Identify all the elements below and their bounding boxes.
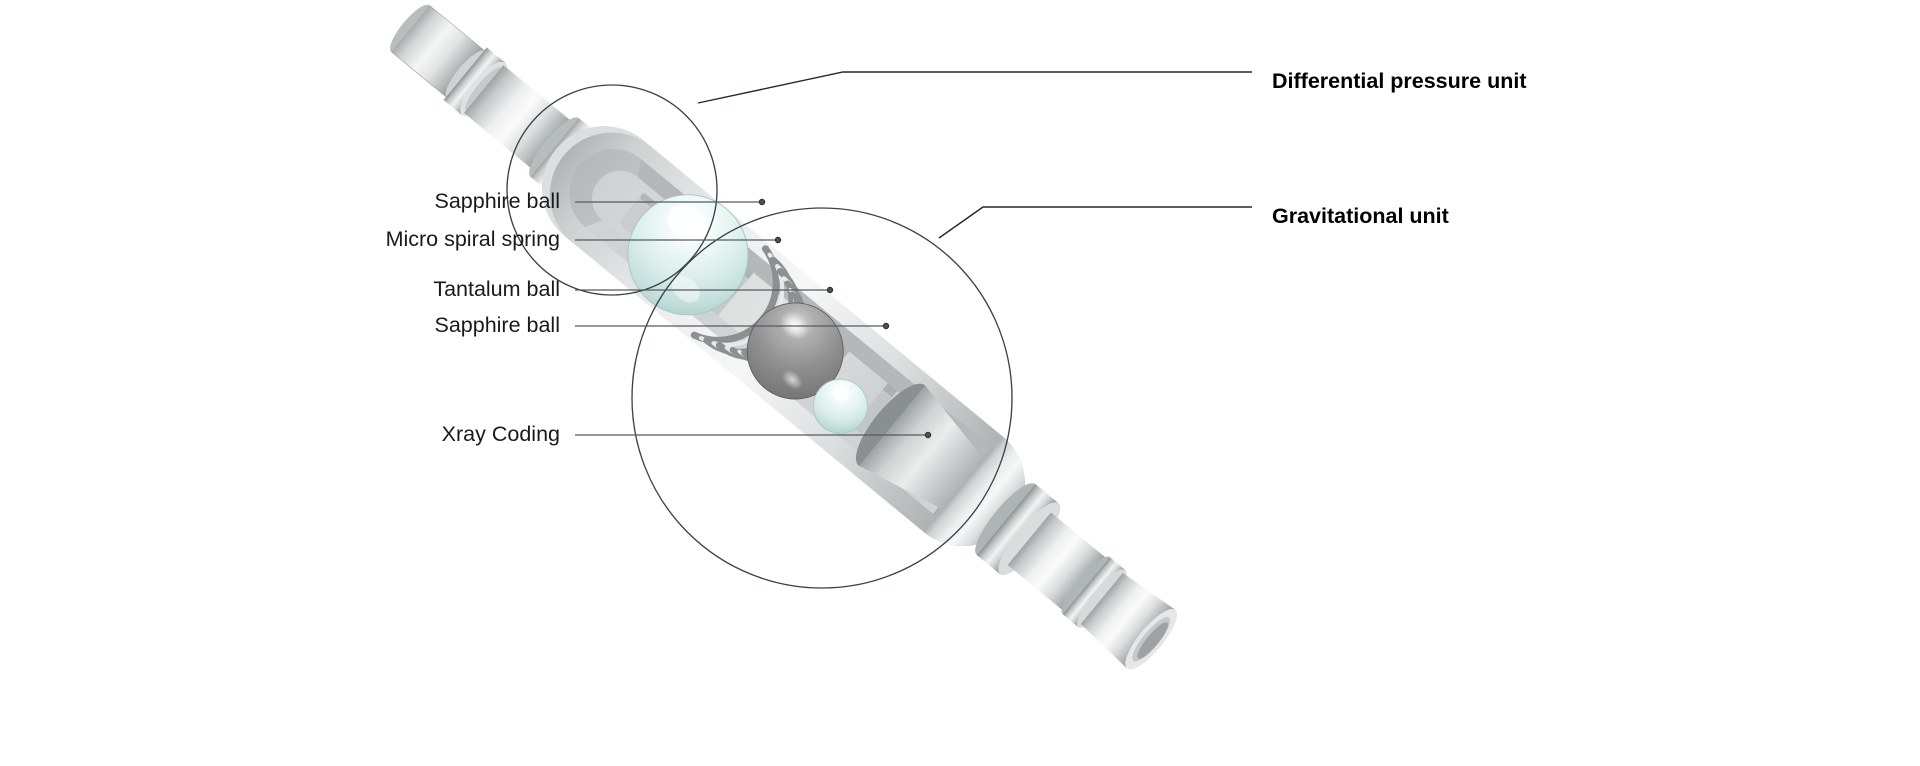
callout-label: Micro spiral spring [386,227,560,251]
device-assembly [390,4,1178,670]
callout-label: Differential pressure unit [1272,69,1526,93]
sapphire-ball-small [812,378,868,434]
zone-circle-gravitational [631,207,1013,589]
outlet-nozzle [923,436,1178,670]
callout-sapphire-ball-lower: Sapphire ball [434,313,890,337]
zone-circle-differential-pressure [506,84,718,296]
callout-label: Gravitational unit [1272,204,1449,228]
callout-elbow-leader [697,71,1252,104]
callout-anchor-dot [758,198,766,206]
callout-label: Tantalum ball [433,277,560,301]
right-callout-group: Differential pressure unitGravitational … [697,69,1526,239]
tantalum-ball [746,302,844,400]
callout-differential-pressure-unit: Differential pressure unit [697,69,1526,104]
callout-anchor-dot [826,286,834,294]
callout-xray-coding: Xray Coding [442,422,932,446]
callout-micro-spiral-spring: Micro spiral spring [386,227,782,251]
callout-tantalum-ball: Tantalum ball [433,277,834,301]
callout-anchor-dot [882,322,890,330]
callout-label: Xray Coding [442,422,560,446]
callout-label: Sapphire ball [434,189,560,213]
zone-circles [506,84,1013,589]
callout-gravitational-unit: Gravitational unit [938,204,1449,239]
callout-anchor-dot [924,431,932,439]
callout-label: Sapphire ball [434,313,560,337]
callout-sapphire-ball-upper: Sapphire ball [434,189,766,213]
callout-elbow-leader [938,206,1252,239]
callout-anchor-dot [774,236,782,244]
